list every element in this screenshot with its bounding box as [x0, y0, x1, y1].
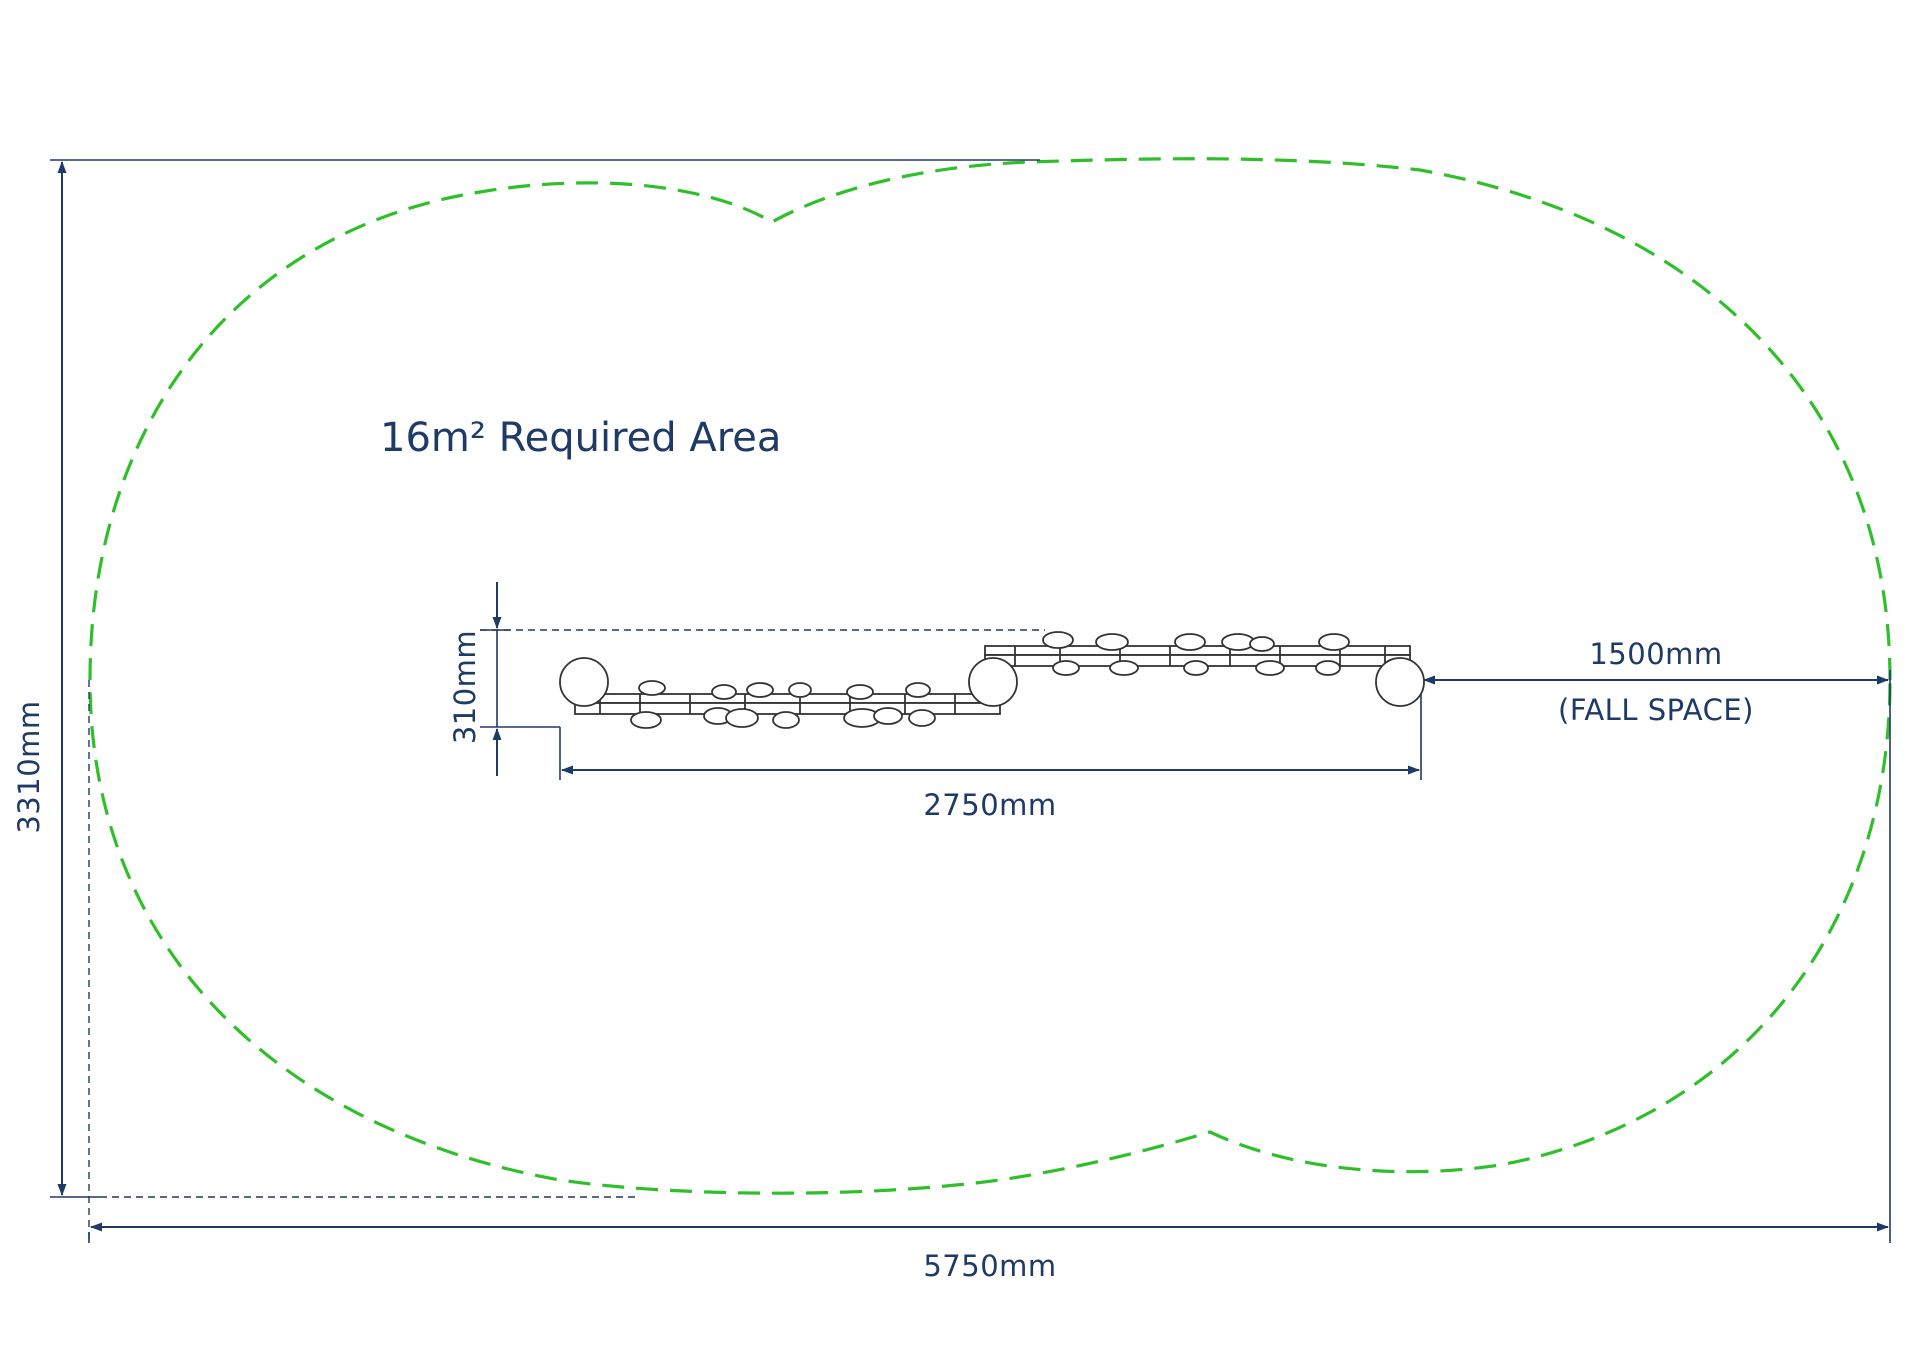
support-post — [559, 657, 609, 707]
balance-beam-equipment — [559, 631, 1425, 729]
required-area-label: 16m² Required Area — [380, 415, 781, 461]
extension-lines — [50, 159, 1891, 1243]
equipment-height-label: 310mm — [448, 630, 482, 744]
equipment-width-label: 2750mm — [923, 788, 1056, 822]
dimension-lines — [57, 161, 1889, 1232]
fall-space-label: 1500mm — [1589, 637, 1722, 671]
fall-zone-outline — [88, 157, 1892, 1195]
support-post — [1375, 657, 1425, 707]
total-height-label: 3310mm — [12, 700, 46, 833]
fall-space-note: (FALL SPACE) — [1558, 693, 1754, 727]
total-width-label: 5750mm — [923, 1249, 1056, 1283]
support-post — [968, 657, 1018, 707]
